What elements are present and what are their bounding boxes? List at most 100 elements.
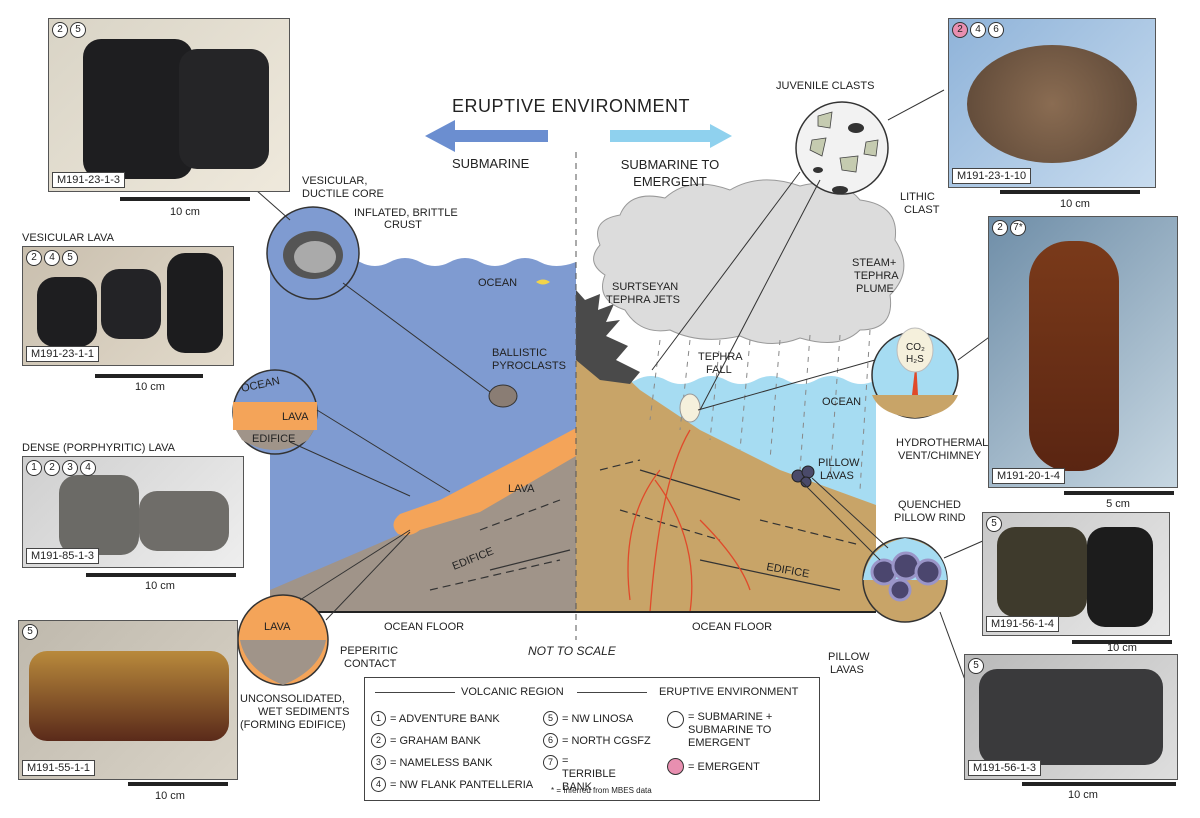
label-inset-lava: LAVA xyxy=(282,411,309,423)
legend-footnote: * = Inferred from MBES data xyxy=(551,786,652,795)
ballistic-bomb xyxy=(488,384,518,408)
label-quenched-2: PILLOW RIND xyxy=(894,512,966,524)
sample-id: M191-20-1-4 xyxy=(992,468,1065,484)
legend-eruptive-title: ERUPTIVE ENVIRONMENT xyxy=(659,686,799,698)
region-badge: 5 xyxy=(22,624,38,640)
scale-bar xyxy=(95,374,203,378)
label-juvenile: JUVENILE CLASTS xyxy=(776,80,874,92)
scale-label: 10 cm xyxy=(145,580,175,592)
scale-label: 10 cm xyxy=(135,381,165,393)
label-vesicular-2: DUCTILE CORE xyxy=(302,188,384,200)
sample-id: M191-55-1-1 xyxy=(22,760,95,776)
label-steam-3: PLUME xyxy=(856,283,894,295)
scale-bar xyxy=(1022,782,1176,786)
rock-image xyxy=(179,49,269,169)
rock-image xyxy=(101,269,161,339)
region-badge: 5 xyxy=(986,516,1002,532)
photo-sample-7: 5 M191-56-1-4 xyxy=(982,512,1170,636)
legend-item-4: 4= NW FLANK PANTELLERIA xyxy=(371,777,533,792)
label-pillow-inset-1: PILLOW xyxy=(828,651,870,663)
env-pink-swatch xyxy=(667,758,684,775)
label-uncons-1: UNCONSOLIDATED, xyxy=(240,693,345,705)
scale-bar xyxy=(1064,491,1174,495)
region-badge: 5 xyxy=(70,22,86,38)
region-badge: 7* xyxy=(1010,220,1026,236)
page-title: ERUPTIVE ENVIRONMENT xyxy=(452,96,691,116)
sample-id: M191-56-1-3 xyxy=(968,760,1041,776)
rock-image xyxy=(83,39,193,179)
label-inflated-1: INFLATED, BRITTLE xyxy=(354,207,458,219)
label-surtseyan-2: TEPHRA JETS xyxy=(606,294,680,306)
legend-item-2: 2= GRAHAM BANK xyxy=(371,733,481,748)
sample-id: M191-23-1-3 xyxy=(52,172,125,188)
region-badge: 2 xyxy=(952,22,968,38)
tephra-jet-cone xyxy=(576,290,640,384)
label-inset-edifice: EDIFICE xyxy=(252,433,295,445)
scale-label: 10 cm xyxy=(170,206,200,218)
pillow-lava-cluster xyxy=(791,465,815,488)
scale-label: 10 cm xyxy=(1068,789,1098,801)
region-badges: 5 xyxy=(22,624,38,640)
label-ocean-floor-right: OCEAN FLOOR xyxy=(692,621,772,633)
scale-label: 10 cm xyxy=(1107,642,1137,654)
rock-image xyxy=(979,669,1163,765)
right-edifice xyxy=(576,330,876,612)
lava-flow xyxy=(393,428,576,536)
env-white-swatch xyxy=(667,711,684,728)
scale-bar xyxy=(120,197,250,201)
label-tephra-fall-1: TEPHRA xyxy=(698,351,743,363)
region-badge: 2 xyxy=(44,460,60,476)
scale-bar xyxy=(1072,640,1172,644)
rock-image xyxy=(997,527,1087,617)
label-uncons-3: (FORMING EDIFICE) xyxy=(240,719,346,731)
region-badge: 2 xyxy=(992,220,1008,236)
photo-sample-8: 5 M191-56-1-3 xyxy=(964,654,1178,780)
region-badge: 2 xyxy=(52,22,68,38)
label-lithic-2: CLAST xyxy=(904,204,940,216)
photo-header: DENSE (PORPHYRITIC) LAVA xyxy=(22,442,176,454)
label-pillow-1: PILLOW xyxy=(818,457,860,469)
photo-sample-4: 5 M191-55-1-1 xyxy=(18,620,238,780)
region-badges: 5 xyxy=(968,658,984,674)
region-badges: 5 xyxy=(986,516,1002,532)
rock-image xyxy=(967,45,1137,163)
photo-header: VESICULAR LAVA xyxy=(22,232,114,244)
scale-bar xyxy=(128,782,228,786)
region-badge: 4 xyxy=(44,250,60,266)
legend: VOLCANIC REGION ERUPTIVE ENVIRONMENT 1= … xyxy=(364,677,820,801)
label-ocean-right: OCEAN xyxy=(822,396,861,408)
label-pillow-inset-2: LAVAS xyxy=(830,664,864,676)
label-ocean-floor-left: OCEAN FLOOR xyxy=(384,621,464,633)
label-peperitic-2: CONTACT xyxy=(344,658,397,670)
scale-label: 5 cm xyxy=(1106,498,1130,510)
region-badge: 3 xyxy=(62,460,78,476)
legend-item-3: 3= NAMELESS BANK xyxy=(371,755,492,770)
label-ballistic-2: PYROCLASTS xyxy=(492,360,566,372)
region-badge: 5 xyxy=(62,250,78,266)
label-surtseyan-1: SURTSEYAN xyxy=(612,281,678,293)
sample-id: M191-23-1-1 xyxy=(26,346,99,362)
sample-id: M191-56-1-4 xyxy=(986,616,1059,632)
rock-image xyxy=(1029,241,1119,471)
rock-image xyxy=(59,475,139,555)
legend-item-1: 1= ADVENTURE BANK xyxy=(371,711,500,726)
legend-item-7: 7= TERRIBLE BANK xyxy=(543,755,622,794)
rock-image xyxy=(1087,527,1153,627)
scale-label: 10 cm xyxy=(155,790,185,802)
scale-label: 10 cm xyxy=(1060,198,1090,210)
rock-image xyxy=(37,277,97,347)
label-lava: LAVA xyxy=(508,483,535,495)
region-badge: 4 xyxy=(80,460,96,476)
direction-left-label: SUBMARINE xyxy=(452,156,530,171)
label-uncons-2: WET SEDIMENTS xyxy=(258,706,349,718)
label-inset-lava2: LAVA xyxy=(264,621,291,633)
legend-item-6: 6= NORTH CGSFZ xyxy=(543,733,651,748)
rock-image xyxy=(167,253,223,353)
